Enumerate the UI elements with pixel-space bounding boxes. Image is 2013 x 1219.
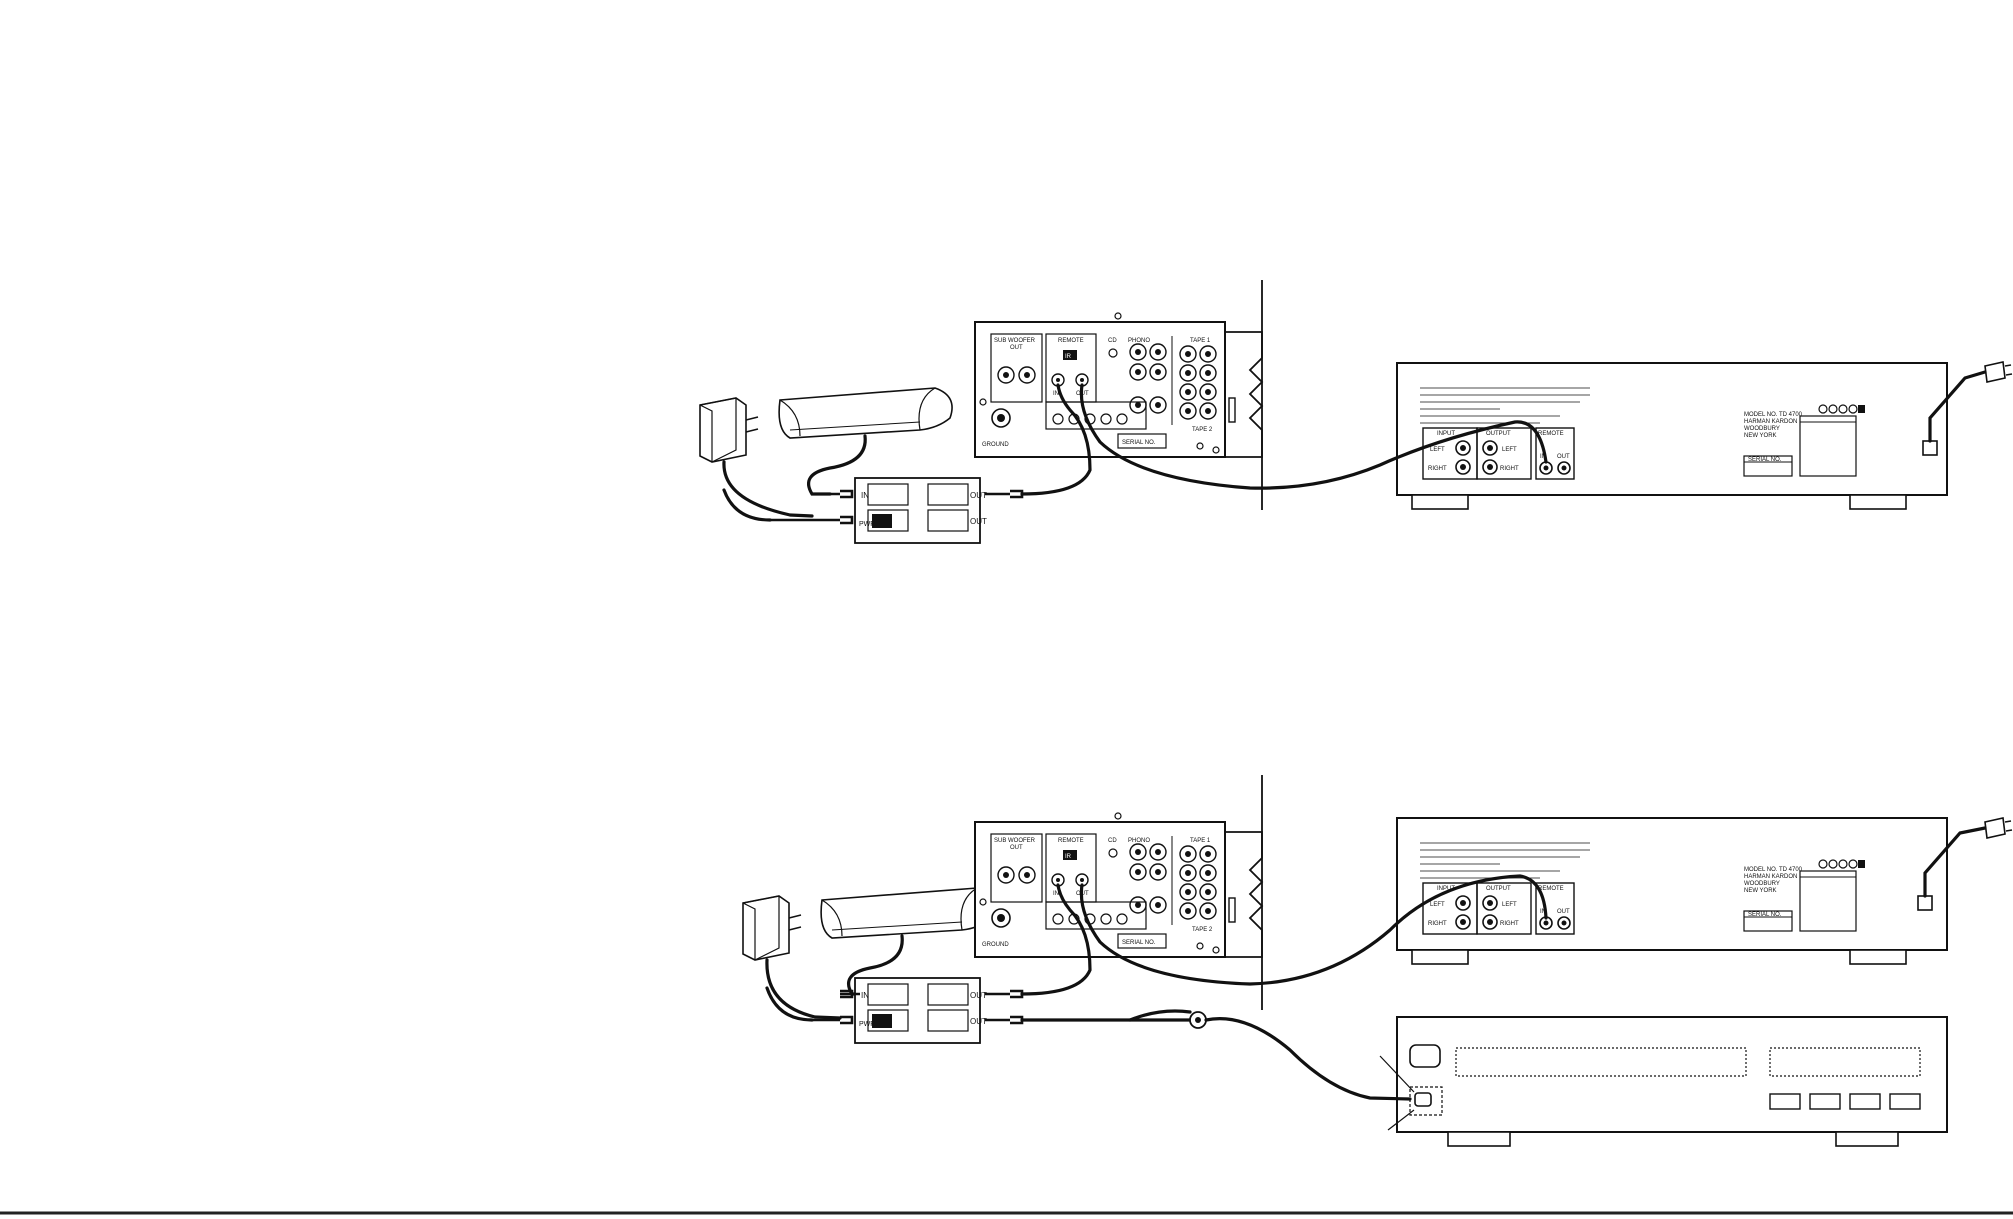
tape-deck-rear-bottom: INPUT OUTPUT LEFT RIGHT LEFT RIGHT REMOT… (1396, 817, 2013, 965)
deck-left-label-b2: LEFT (1502, 902, 1517, 908)
deck-output-label: OUTPUT (1486, 431, 1511, 437)
deck-right-label-b: RIGHT (1428, 921, 1447, 927)
sub-woofer-out-label-b: OUT (1010, 845, 1023, 851)
ir-interface-in-label: IN (861, 491, 869, 500)
deck-serial-label-b: SERIAL NO. (1748, 912, 1782, 918)
figure-top: IN PWR OUT OUT SUB WOOFER OUT REMOTE (699, 280, 2013, 544)
deck-model-text: MODEL NO. TD 4700 (1744, 412, 1803, 418)
deck-city-text-b: WOODBURY (1744, 881, 1780, 887)
deck-city-text: WOODBURY (1744, 426, 1780, 432)
phono-label: PHONO (1128, 338, 1150, 344)
deck-remote-in-label-b: IN (1540, 909, 1546, 915)
deck-left-label: LEFT (1430, 447, 1445, 453)
serial-no-label: SERIAL NO. (1122, 440, 1156, 446)
power-adapter-bottom (742, 895, 842, 1020)
deck-model-text-b: MODEL NO. TD 4700 (1744, 867, 1803, 873)
phono-label-b: PHONO (1128, 838, 1150, 844)
deck-state-text-b: NEW YORK (1744, 888, 1777, 894)
deck-input-label-b: INPUT (1437, 886, 1455, 892)
deck-right-label-2: RIGHT (1500, 466, 1519, 472)
pre-in-label: IN (1053, 391, 1059, 397)
tape2-label-b: TAPE 2 (1192, 927, 1213, 933)
remote-label-b: REMOTE (1058, 838, 1084, 844)
deck-remote-in-label: IN (1540, 454, 1546, 460)
power-adapter-top (699, 397, 814, 518)
ir-interface-bottom: IN PWR OUT OUT (765, 977, 1024, 1044)
deck-maker-text-b: HARMAN KARDON (1744, 874, 1797, 880)
sub-woofer-label: SUB WOOFER (994, 338, 1036, 344)
receiver-rear-top: SUB WOOFER OUT REMOTE IR IN OUT CD PHONO (974, 280, 1264, 510)
cd-label: CD (1108, 338, 1117, 344)
deck-left-label-2: LEFT (1502, 447, 1517, 453)
deck-input-label: INPUT (1437, 431, 1455, 437)
ir-interface-top: IN PWR OUT OUT (722, 477, 1024, 544)
tape2-label: TAPE 2 (1192, 427, 1213, 433)
deck-remote-out-label-b: OUT (1557, 909, 1570, 915)
remote-label: REMOTE (1058, 338, 1084, 344)
deck-output-label-b: OUTPUT (1486, 886, 1511, 892)
sub-woofer-label-b: SUB WOOFER (994, 838, 1036, 844)
deck-remote-label-b: REMOTE (1538, 886, 1564, 892)
receiver-rear-bottom: SUB WOOFER OUT REMOTE IR IN OUT CD PHONO… (974, 775, 1264, 1010)
figure-bottom: IN PWR OUT OUT SUB WOOFER OUT REMOTE IR (742, 775, 2013, 1147)
deck-right-label-b2: RIGHT (1500, 921, 1519, 927)
ir-interface-out-label: OUT (970, 491, 987, 500)
component-front-bottom (1379, 1016, 1948, 1147)
ground-label: GROUND (982, 442, 1009, 448)
deck-remote-label: REMOTE (1538, 431, 1564, 437)
tape1-label-b: TAPE 1 (1190, 838, 1211, 844)
tape-deck-rear-top: INPUT OUTPUT LEFT RIGHT LEFT RIGHT REMOT… (1396, 361, 2013, 510)
deck-state-text: NEW YORK (1744, 433, 1777, 439)
ir-sensor-top (778, 387, 953, 496)
ir-interface-out-label-b: OUT (970, 991, 987, 1000)
ir-interface-power-label: PWR (859, 521, 875, 528)
ir-interface-power-label-b: PWR (859, 1021, 875, 1028)
deck-left-label-b: LEFT (1430, 902, 1445, 908)
deck-remote-out-label: OUT (1557, 454, 1570, 460)
deck-right-label: RIGHT (1428, 466, 1447, 472)
tape1-label: TAPE 1 (1190, 338, 1211, 344)
ir-icon: IR (1065, 354, 1072, 360)
ir-icon-b: IR (1065, 854, 1072, 860)
deck-serial-label: SERIAL NO. (1748, 457, 1782, 463)
serial-no-label-b: SERIAL NO. (1122, 940, 1156, 946)
sub-woofer-out-label: OUT (1010, 345, 1023, 351)
cd-label-b: CD (1108, 838, 1117, 844)
ir-interface-in-label-b: IN (861, 991, 869, 1000)
ir-interface-out-label-b2: OUT (970, 1017, 987, 1026)
pre-in-label-b: IN (1053, 891, 1059, 897)
deck-maker-text: HARMAN KARDON (1744, 419, 1797, 425)
ground-label-b: GROUND (982, 942, 1009, 948)
ir-interface-out-label-2: OUT (970, 517, 987, 526)
